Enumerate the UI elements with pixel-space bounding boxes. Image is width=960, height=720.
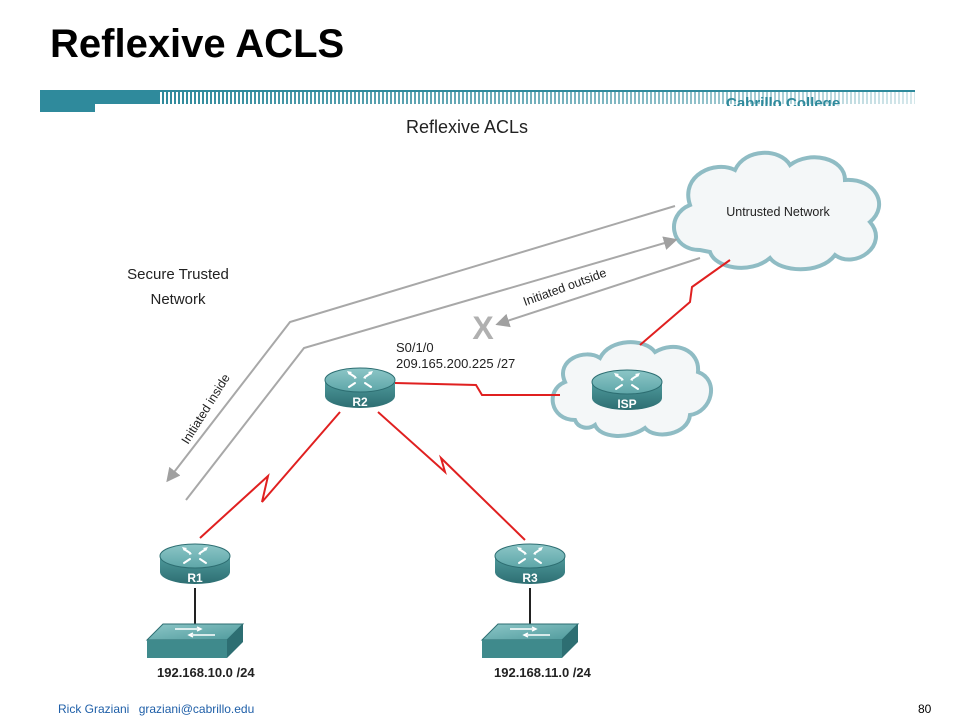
- router-r3-label: R3: [522, 571, 538, 585]
- router-r1: R1: [159, 543, 231, 585]
- router-r1-label: R1: [187, 571, 203, 585]
- router-r3: R3: [494, 543, 566, 585]
- untrusted-network-cloud: Untrusted Network: [672, 150, 882, 272]
- router-r2: R2: [324, 367, 396, 409]
- secure-network-label-line1: Secure Trusted: [127, 266, 229, 283]
- secure-network-label-line2: Network: [150, 291, 206, 308]
- link-r2-r3: [377, 411, 526, 541]
- link-r2-isp: [394, 382, 560, 396]
- interface-ip-label: 209.165.200.225 /27: [396, 356, 515, 371]
- slide-title: Reflexive ACLS: [50, 22, 345, 66]
- page-number: 80: [918, 702, 932, 716]
- diagram-title: Reflexive ACLs: [406, 117, 528, 137]
- blocked-x-mark: X: [472, 310, 494, 346]
- interface-label: S0/1/0: [396, 340, 434, 355]
- brand-logo-text: Cabrillo College: [726, 96, 841, 106]
- initiated-inside-label: Initiated inside: [179, 371, 233, 446]
- switch-lan3: [481, 623, 579, 659]
- link-r1-r2: [199, 411, 341, 539]
- header-banner: [40, 90, 915, 112]
- link-isp-untrusted: [639, 259, 731, 346]
- flow-initiated-inside: [185, 236, 678, 501]
- footer-email: graziani@cabrillo.edu: [138, 702, 255, 716]
- flow-initiated-outside: [495, 257, 701, 328]
- footer-author: Rick Graziani: [58, 702, 130, 716]
- switch-lan1: [146, 623, 244, 659]
- flow-return-path: [166, 205, 676, 483]
- router-isp-label: ISP: [617, 397, 636, 411]
- router-r2-label: R2: [352, 395, 368, 409]
- lan-links: [194, 588, 531, 625]
- traffic-flows: [166, 205, 701, 501]
- router-isp: ISP: [591, 369, 663, 411]
- footer: Rick Graziani graziani@cabrillo.edu: [58, 702, 260, 716]
- wan-links: [199, 259, 731, 541]
- untrusted-network-label: Untrusted Network: [726, 205, 830, 219]
- lan1-address-label: 192.168.10.0 /24: [157, 665, 255, 680]
- lan3-address-label: 192.168.11.0 /24: [494, 665, 592, 680]
